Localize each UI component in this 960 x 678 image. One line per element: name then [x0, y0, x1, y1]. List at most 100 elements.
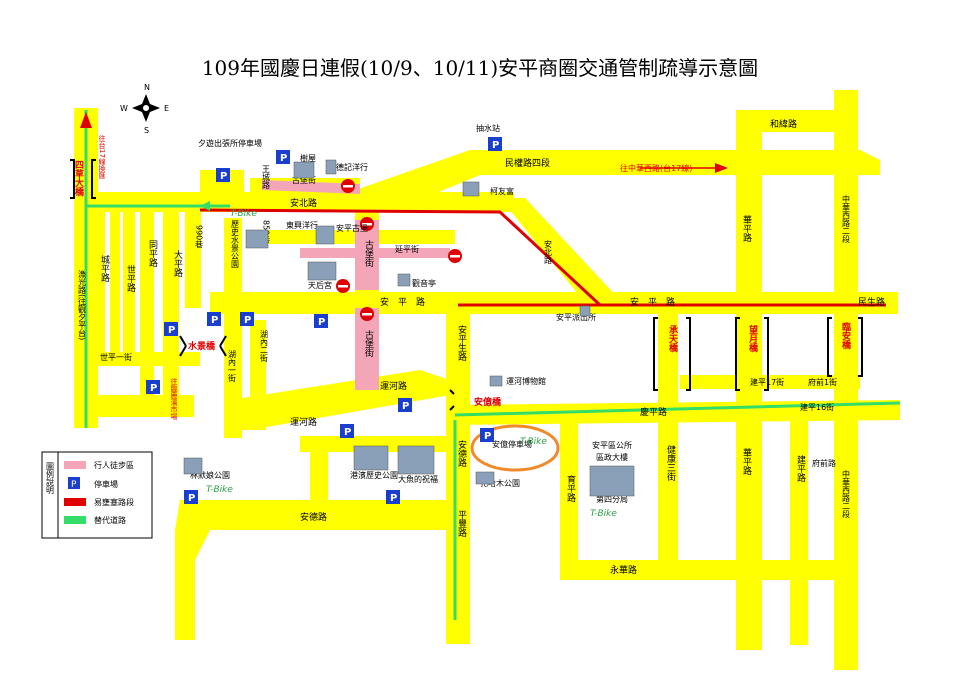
- place-district: 安平區公所: [592, 440, 632, 450]
- road: [185, 208, 201, 308]
- label-to-zhonghua: 往中華西路(台17線): [620, 163, 692, 173]
- parking-icon: P: [146, 380, 160, 394]
- label-huaping1: 華平路: [741, 214, 752, 243]
- label-jianping16: 建平16街: [800, 402, 834, 412]
- parking-icon: P: [276, 150, 290, 164]
- legend-label-congested: 易壅塞路段: [94, 497, 134, 507]
- arrow-icon: [715, 163, 728, 173]
- parking-icon: P: [488, 137, 502, 151]
- label-yanping: 延平街: [395, 244, 419, 254]
- road: [680, 375, 860, 389]
- label-hunei2: 湖內二街: [260, 330, 269, 363]
- label-shiping: 世平路: [125, 264, 136, 293]
- legend: 圖例說明 行人徒步區 P 停車場 易壅塞路段 替代道路: [41, 451, 153, 539]
- label-fuqian: 府前路: [812, 458, 836, 468]
- legend-swatch-pedestrian: [64, 461, 86, 469]
- road: [560, 560, 850, 580]
- photo-guanyin: [397, 273, 411, 287]
- svg-text:P: P: [492, 140, 499, 151]
- svg-text:P: P: [220, 171, 227, 182]
- road: [140, 208, 154, 398]
- svg-text:P: P: [280, 153, 287, 164]
- bridge-brackets: [70, 159, 863, 411]
- svg-text:P: P: [244, 315, 251, 326]
- bridge-sicao: 四草大橋: [73, 160, 84, 197]
- legend-swatch-alternate: [64, 516, 86, 524]
- place-tianhou: 天后宮: [308, 280, 332, 290]
- svg-text:P: P: [168, 325, 175, 336]
- label-yuhua: 漁光路(往觀夕平台): [78, 269, 87, 340]
- place-labels: 夕遊出張所停車場 樹屋 德記洋行 抽水站 柯友富 東興洋行 安平古堡 天后宮 觀…: [190, 123, 632, 504]
- legend-parking-symbol: P: [71, 480, 77, 490]
- label-ande: 安德路: [300, 511, 327, 523]
- parking-icon: P: [480, 428, 494, 442]
- highlight-circle: [470, 424, 560, 472]
- svg-text:P: P: [211, 315, 218, 326]
- photo-gangbin: [353, 445, 389, 471]
- road: [658, 314, 678, 564]
- parking-icon: P: [207, 312, 221, 326]
- svg-text:P: P: [344, 427, 351, 438]
- label-minquan4: 民權路四段: [505, 157, 550, 169]
- parking-icon: P: [386, 490, 400, 504]
- place-district-sub: 區政大樓: [596, 452, 628, 462]
- tbike-logo: T-Bike: [230, 209, 257, 219]
- road: [74, 395, 194, 417]
- legend-parking-icon: [68, 477, 80, 489]
- place-dayu: 大魚的祝福: [398, 474, 438, 484]
- label-lane990: 990巷: [195, 225, 204, 248]
- place-shuwu: 樹屋: [300, 153, 316, 163]
- svg-text:P: P: [318, 317, 325, 328]
- label-gubao: 古堡街: [292, 175, 316, 185]
- legend-header: 圖例說明: [46, 462, 55, 495]
- label-fuqian1: 府前1街: [808, 377, 837, 387]
- road: [310, 440, 328, 500]
- parking-icon: P: [184, 490, 198, 504]
- photo-museum: [489, 375, 503, 387]
- label-ande-v: 安德路: [456, 439, 467, 468]
- photo-dongxing: [245, 229, 269, 249]
- bridge-linan: 臨安橋: [840, 321, 851, 350]
- parking-icon: P: [164, 322, 178, 336]
- label-to-buffer: 往臨鹿濱市場: [170, 377, 178, 421]
- place-fourth-branch: 第四分局: [596, 494, 628, 504]
- no-entry-icons: [336, 179, 462, 321]
- place-guanyin: 觀音亭: [412, 278, 436, 288]
- photo-deji: [325, 159, 337, 175]
- label-shipingyi: 世平一街: [100, 352, 132, 362]
- tbike-logo: T-Bike: [206, 485, 233, 495]
- arrow-icon: [80, 112, 92, 128]
- svg-text:P: P: [150, 383, 157, 394]
- photo-paichusuo: [579, 305, 591, 317]
- tbike-logo: T-Bike: [590, 509, 617, 519]
- road: [210, 292, 898, 314]
- label-minsheng: 民生路: [858, 296, 885, 308]
- compass-w: W: [120, 104, 128, 113]
- parking-icon: P: [340, 424, 354, 438]
- tbike-marks: T-Bike T-Bike T-Bike T-Bike: [206, 209, 617, 519]
- place-deji: 德記洋行: [336, 162, 368, 172]
- pedestrian-zone: [355, 220, 379, 290]
- legend-label-pedestrian: 行人徒步區: [94, 460, 134, 470]
- label-anping-w: 安 平 路: [380, 296, 425, 308]
- label-hunei1: 湖內一街: [228, 350, 237, 383]
- congested-route: [199, 208, 602, 307]
- road: [163, 208, 179, 398]
- road: [560, 410, 578, 570]
- bridge-labels: 四草大橋 水景橋 安億橋 承天橋 望月橋 臨安橋: [73, 160, 851, 408]
- place-gubao-name: 安平古堡: [336, 223, 368, 233]
- arrow-icon: [200, 201, 210, 211]
- road: [175, 500, 470, 640]
- svg-text:P: P: [484, 431, 491, 442]
- svg-text:P: P: [390, 493, 397, 504]
- photo-linmo: [183, 457, 203, 475]
- pedestrian-zone: [355, 308, 379, 390]
- photo-keyoufu: [462, 181, 480, 197]
- label-huaping2: 華平路: [741, 447, 752, 476]
- label-chengping: 城平路: [99, 255, 110, 283]
- bridge-wangyue: 望月橋: [747, 324, 759, 353]
- photo-thumbnails: [183, 159, 635, 497]
- label-pingfeng: 平豐路: [456, 510, 467, 538]
- label-zhonghuaw-b: 中華西路二段: [842, 469, 851, 519]
